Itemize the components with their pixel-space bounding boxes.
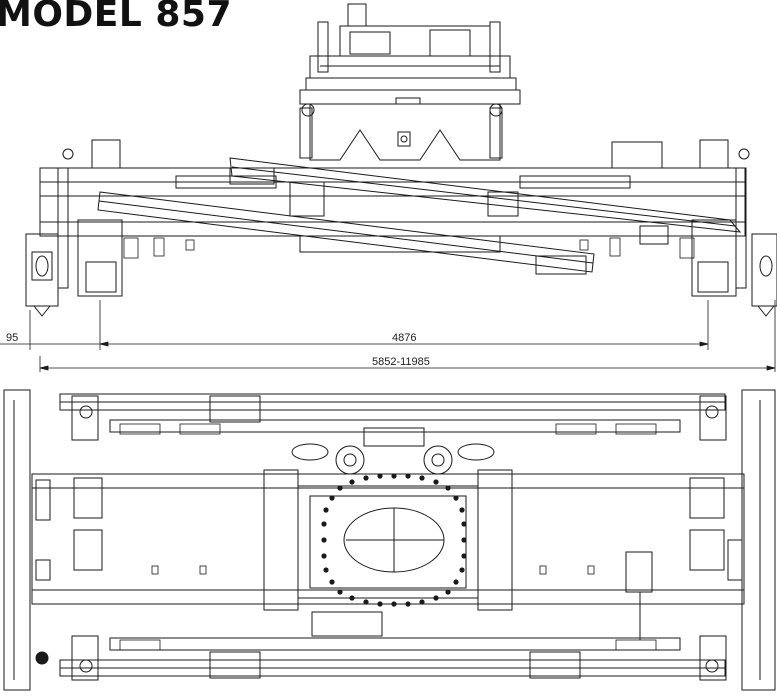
dim-label-95: 95 bbox=[6, 332, 18, 344]
telescopic-arms bbox=[97, 157, 742, 275]
slew-motor-left bbox=[335, 445, 365, 475]
top-view bbox=[3, 389, 776, 691]
right-end-unit bbox=[611, 139, 777, 317]
dim-label-overall: 5852-11985 bbox=[372, 356, 430, 368]
center-frame bbox=[297, 485, 479, 599]
left-end-unit bbox=[25, 139, 123, 317]
main-chassis bbox=[31, 473, 745, 605]
dim-label-4876: 4876 bbox=[392, 332, 416, 344]
left-end-frame bbox=[3, 389, 31, 691]
corner-casting-tl bbox=[71, 395, 99, 441]
slewing-ring bbox=[321, 473, 467, 607]
main-beam bbox=[39, 167, 746, 253]
dimension-lines bbox=[0, 300, 776, 372]
right-end-frame bbox=[741, 389, 776, 691]
beam-details bbox=[123, 237, 695, 259]
center-housing bbox=[299, 103, 503, 161]
corner-casting-br bbox=[699, 635, 727, 681]
model-title: MODEL 857 bbox=[0, 0, 233, 35]
side-view bbox=[25, 3, 777, 317]
corner-casting-bl bbox=[71, 635, 99, 681]
rotator-head bbox=[299, 3, 521, 105]
slew-motor-right bbox=[423, 445, 453, 475]
corner-casting-tr bbox=[699, 395, 727, 441]
